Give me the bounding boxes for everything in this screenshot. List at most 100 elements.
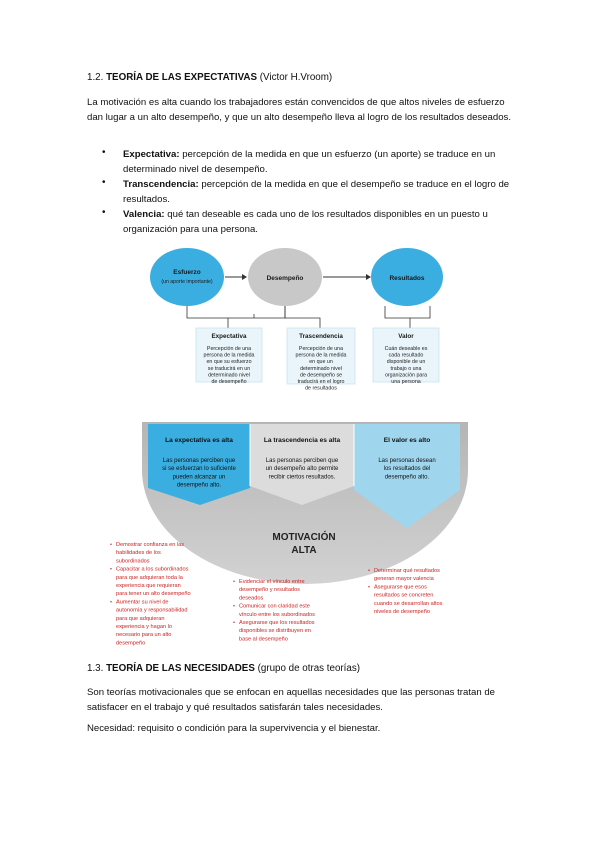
list-left-line: desempeño xyxy=(116,640,145,646)
list-right-line: niveles de desempeño xyxy=(374,609,430,615)
motivacion-alta-line2: ALTA xyxy=(291,545,316,556)
box-expectativa-line: persona de la medida xyxy=(204,353,255,359)
col3-title: El valor es alto xyxy=(384,437,431,444)
bullet-dot: • xyxy=(102,147,106,158)
red-bullet: • xyxy=(233,604,235,610)
list-left-line: experiencia que requieran xyxy=(116,583,181,589)
list-left-line: para que adquieran toda la xyxy=(116,575,184,581)
list-left-line: Demostrar confianza en las xyxy=(116,542,184,548)
red-bullet: • xyxy=(110,542,112,548)
list-middle-line: Comunicar con claridad este xyxy=(239,604,310,610)
box-valor-title: Valor xyxy=(398,333,414,340)
col1-line: si se esfuerzan lo suficiente xyxy=(162,466,236,472)
list-left-line: subordinados xyxy=(116,558,150,564)
bullet-dot: • xyxy=(102,177,106,188)
section-heading-1-2: 1.2. TEORÍA DE LAS EXPECTATIVAS (Victor … xyxy=(87,70,332,85)
bullet-term: Valencia: xyxy=(123,209,165,220)
col3-line: desempeño alto. xyxy=(385,474,430,480)
red-bullet: • xyxy=(233,579,235,585)
bullet-expectativa: Expectativa: percepción de la medida en … xyxy=(123,147,523,177)
motivacion-alta-line1: MOTIVACIÓN xyxy=(272,530,335,543)
section-title: TEORÍA DE LAS EXPECTATIVAS xyxy=(106,72,258,83)
arrow-2 xyxy=(323,274,371,280)
section-subtitle: (grupo de otras teorías) xyxy=(257,663,360,674)
list-left-line: para tener un alto desempeño xyxy=(116,591,191,597)
col1-line: pueden alcanzar un xyxy=(173,474,226,480)
list-middle-line: vínculo entre los subordinados xyxy=(239,612,315,618)
box-trascendencia-line: persona de la medida xyxy=(296,353,347,359)
red-bullet: • xyxy=(110,567,112,573)
circle-desempeno: Desempeño xyxy=(248,248,322,306)
box-expectativa-line: de desempeño xyxy=(211,379,246,385)
box-valor-line: Cuán deseable es xyxy=(385,346,428,352)
list-left-line: experiencia y hagan lo xyxy=(116,624,172,630)
col1-line: desempeño alto. xyxy=(177,483,222,489)
paragraph-necesidad-definition: Necesidad: requisito o condición para la… xyxy=(87,723,381,734)
arrow-1 xyxy=(225,274,247,280)
red-bullet: • xyxy=(233,620,235,626)
list-middle-line: deseados xyxy=(239,595,263,601)
box-valor-line: trabajo o una xyxy=(391,366,422,372)
connector-lines xyxy=(186,306,431,328)
col2-line: Las personas perciben que xyxy=(266,458,339,464)
circle-esfuerzo-sublabel: (un aporte importante) xyxy=(161,279,213,285)
list-middle: • Evidenciar el vínculo entre desempeño y … xyxy=(233,579,315,642)
circle-esfuerzo: Esfuerzo (un aporte importante) xyxy=(150,248,224,306)
box-expectativa-line: se traducirá en un xyxy=(208,366,250,372)
red-bullet: • xyxy=(368,568,370,574)
box-trascendencia-line: Percepción de una xyxy=(299,346,343,352)
list-middle-line: disponibles se distribuyen en xyxy=(239,628,311,634)
box-trascendencia-line: determinado nivel xyxy=(300,366,342,372)
red-bullet: • xyxy=(110,599,112,605)
list-left: • Demostrar confianza en las habilidades d… xyxy=(110,542,191,646)
list-right-line: generan mayor valencia xyxy=(374,576,435,582)
circle-resultados-label: Resultados xyxy=(389,275,424,282)
bullet-term: Transcendencia: xyxy=(123,179,199,190)
bullet-description: percepción de la medida en que el desemp… xyxy=(123,179,510,205)
col1-title: La expectativa es alta xyxy=(165,437,233,444)
list-middle-line: desempeño y resultados xyxy=(239,587,300,593)
box-trascendencia-line: de desempeño se xyxy=(300,372,342,378)
list-middle-line: Evidenciar el vínculo entre xyxy=(239,579,305,585)
bullet-valencia: Valencia: qué tan deseable es cada uno d… xyxy=(123,207,523,237)
box-expectativa-line: determinado nivel xyxy=(208,372,250,378)
box-expectativa-line: Percepción de una xyxy=(207,346,251,352)
col2-title: La trascendencia es alta xyxy=(264,437,341,444)
list-left-line: para que adquieran xyxy=(116,616,165,622)
list-left-line: Aumentar su nivel de xyxy=(116,599,169,605)
red-bullet: • xyxy=(368,584,370,590)
box-valor-line: organización para xyxy=(385,372,427,378)
list-left-line: Capacitar a los subordinados xyxy=(116,567,189,573)
box-trascendencia-line: en que un xyxy=(309,359,333,365)
section-heading-1-3: 1.3. TEORÍA DE LAS NECESIDADES (grupo de… xyxy=(87,661,360,676)
box-valor-line: una persona xyxy=(391,379,421,385)
bullet-term: Expectativa: xyxy=(123,149,180,160)
box-valor-line: cada resultado xyxy=(389,353,424,359)
list-right-line: Determinar qué resultados xyxy=(374,568,440,574)
list-right: • Determinar qué resultados generan mayor … xyxy=(368,568,443,615)
section-title: TEORÍA DE LAS NECESIDADES xyxy=(106,663,255,674)
col2-line: un desempeño alto permite xyxy=(266,466,339,472)
paragraph-necesidades: Son teorías motivacionales que se enfoca… xyxy=(87,687,496,713)
list-middle-line: Asegurarse que los resultados xyxy=(239,620,315,626)
list-left-line: habilidades de los xyxy=(116,550,161,556)
list-left-line: necesario para un alto xyxy=(116,632,171,638)
circle-desempeno-label: Desempeño xyxy=(267,275,304,282)
box-trascendencia-title: Trascendencia xyxy=(299,333,343,340)
box-trascendencia-line: traducirá en el logro xyxy=(298,379,345,385)
motivation-arc: La expectativa es alta La trascendencia … xyxy=(142,422,468,584)
list-left-line: autonomía y responsabilidad xyxy=(116,608,188,614)
list-right-line: Asegurarse que esos xyxy=(374,584,427,590)
box-valor-line: disponible de un xyxy=(387,359,426,365)
bullet-description: qué tan deseable es cada uno de los resu… xyxy=(123,209,488,235)
bullet-description: percepción de la medida en que un esfuer… xyxy=(123,149,496,175)
col1-line: Las personas perciben que xyxy=(163,458,236,464)
intro-paragraph: La motivación es alta cuando los trabaja… xyxy=(87,97,512,123)
bullet-dot: • xyxy=(102,207,106,218)
box-expectativa-title: Expectativa xyxy=(211,333,246,340)
list-middle-line: base al desempeño xyxy=(239,636,288,642)
